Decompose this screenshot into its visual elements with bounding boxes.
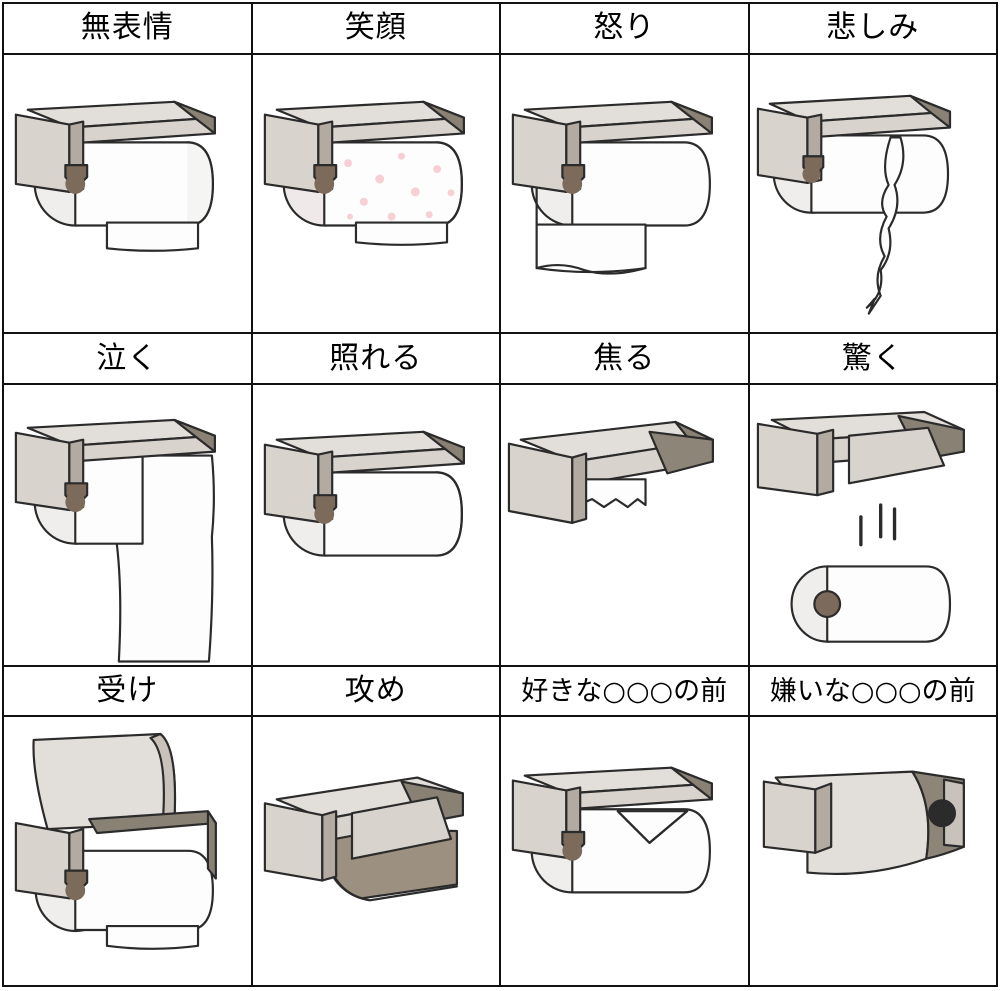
toilet-paper-holder-angry-icon xyxy=(502,56,747,332)
cell-label-kirai-no-mae: 嫌いな○○○の前 xyxy=(747,664,998,718)
toilet-paper-holder-lid-up-icon xyxy=(5,718,250,984)
cell-art-ikari xyxy=(499,52,750,335)
cell-label-aseru: 焦る xyxy=(499,332,750,385)
toilet-paper-holder-empty-tilted-icon xyxy=(253,718,498,984)
cell-art-tereru xyxy=(250,383,501,667)
cell-label-suki-no-mae: 好きな○○○の前 xyxy=(499,664,750,718)
cell-art-naku xyxy=(2,383,253,667)
header-row-3: 受け 攻め 好きな○○○の前 嫌いな○○○の前 xyxy=(2,664,998,718)
cell-art-mu-hyoujou xyxy=(2,52,253,335)
cell-label-odoroku: 驚く xyxy=(747,332,998,385)
cell-art-uke xyxy=(2,715,253,987)
art-row-3 xyxy=(2,715,998,987)
art-row-2 xyxy=(2,383,998,667)
toilet-paper-holder-smile-icon xyxy=(253,56,498,332)
toilet-paper-holder-panic-icon xyxy=(502,386,747,664)
toilet-paper-holder-surprised-icon xyxy=(750,386,995,664)
cell-label-seme: 攻め xyxy=(250,664,501,718)
cell-art-suki-no-mae xyxy=(499,715,750,987)
cell-label-tereru: 照れる xyxy=(250,332,501,385)
toilet-paper-holder-sad-icon xyxy=(750,56,995,332)
header-row-1: 無表情 笑顔 怒り 悲しみ xyxy=(2,2,998,55)
cell-label-ikari: 怒り xyxy=(499,2,750,55)
toilet-paper-holder-crying-icon xyxy=(5,386,250,664)
cell-label-uke: 受け xyxy=(2,664,253,718)
cell-art-seme xyxy=(250,715,501,987)
toilet-paper-holder-shy-icon xyxy=(253,386,498,664)
cell-art-egao xyxy=(250,52,501,335)
cell-art-kirai-no-mae xyxy=(747,715,998,987)
cell-art-odoroku xyxy=(747,383,998,667)
cell-label-kanashimi: 悲しみ xyxy=(747,2,998,55)
header-row-2: 泣く 照れる 焦る 驚く xyxy=(2,332,998,385)
art-row-1 xyxy=(2,52,998,335)
cell-art-kanashimi xyxy=(747,52,998,335)
toilet-paper-holder-neutral-icon xyxy=(5,56,250,332)
cell-label-mu-hyoujou: 無表情 xyxy=(2,2,253,55)
toilet-paper-holder-empty-spindle-icon xyxy=(750,718,995,984)
cell-art-aseru xyxy=(499,383,750,667)
cell-label-naku: 泣く xyxy=(2,332,253,385)
toilet-paper-holder-triangle-fold-icon xyxy=(502,718,747,984)
cell-label-egao: 笑顔 xyxy=(250,2,501,55)
